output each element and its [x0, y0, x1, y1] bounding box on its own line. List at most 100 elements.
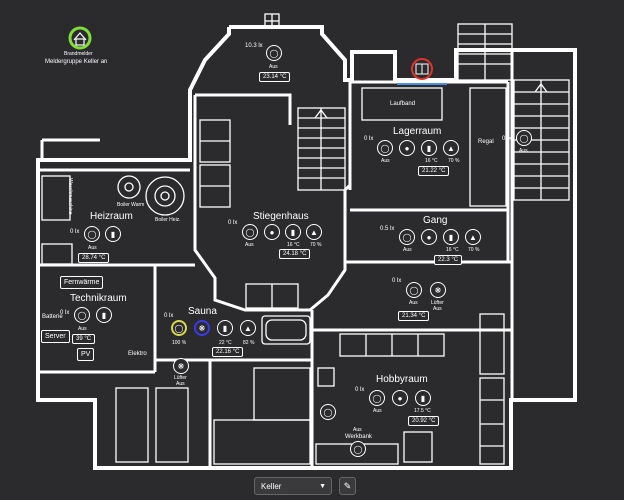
motion-icon: ● [392, 390, 408, 406]
laufband-label: Laufband [390, 101, 416, 107]
humidity-icon: ▲ [443, 140, 459, 156]
bulb-icon[interactable]: ◯ [516, 130, 532, 146]
bulb-icon[interactable]: ◯ [406, 282, 422, 298]
sauna-lux: 0 lx [164, 313, 174, 319]
lagerraum-temp: 21.22 °C [418, 166, 450, 176]
technikraum-title: Technikraum [70, 293, 127, 304]
lagerraum-status: Aus [381, 158, 390, 164]
bulb-icon[interactable]: ◯ [74, 307, 90, 323]
thermometer-icon: ▮ [105, 226, 121, 242]
sauna-humidity: 82 % [243, 340, 255, 346]
motion-icon: ● [264, 224, 280, 240]
fernwaerme-button[interactable]: Fernwärme [60, 276, 104, 289]
boiler-heiz-label: Boiler Heiz. [155, 217, 181, 223]
bulb-icon[interactable]: ◯ [320, 404, 336, 420]
thermometer-icon: ▮ [415, 390, 431, 406]
lagerraum-temp-small: 16 °C [425, 158, 438, 164]
chevron-down-icon: ▼ [319, 483, 326, 490]
regal-label: Regal [478, 139, 494, 145]
humidity-icon: ▲ [306, 224, 322, 240]
sauna-luefter-status: Aus [176, 381, 185, 387]
heizraum-lux: 0 lx [70, 229, 80, 235]
floor-select-value: Keller [261, 482, 282, 491]
gang-temp-small: 16 °C [446, 247, 459, 253]
bulb-icon[interactable]: ◯ [84, 226, 100, 242]
boiler-warm-label: Boiler Warm [117, 202, 145, 208]
humidity-icon: ▲ [240, 320, 256, 336]
technikraum-status: Aus [78, 326, 87, 332]
bulb-icon[interactable]: ◯ [377, 140, 393, 156]
pv-button[interactable]: PV [77, 348, 95, 361]
werkbank-status: Aus [353, 427, 362, 433]
server-button[interactable]: Server [41, 330, 70, 343]
thermometer-icon: ▮ [285, 224, 301, 240]
hobby-upper-temp: 21.34 °C [398, 311, 430, 321]
bulb-icon[interactable]: ◯ [399, 229, 415, 245]
top-temp: 23.14 °C [259, 72, 291, 82]
bulb-icon[interactable]: ◯ [369, 390, 385, 406]
thermometer-icon: ▮ [421, 140, 437, 156]
bulb-icon[interactable]: ◯ [350, 441, 366, 457]
thermometer-icon: ▮ [443, 229, 459, 245]
stiegenhaus-temp: 24.18 °C [279, 249, 311, 259]
elektro-label: Elektro [128, 351, 147, 357]
right-lux: 0 lx [502, 136, 512, 142]
sauna-luefter-label: Lüfter [174, 375, 187, 381]
lagerraum-title: Lagerraum [393, 126, 442, 137]
lagerraum-lux: 0 lx [364, 136, 374, 142]
top-lux: 10.3 lx [245, 43, 263, 49]
sauna-temp: 22.16 °C [212, 347, 244, 357]
hobby-upper-luefter-status: Aus [433, 306, 442, 312]
bulb-icon[interactable]: ◯ [171, 320, 187, 336]
sauna-temp-small: 22 °C [219, 340, 232, 346]
sauna-light-pct: 100 % [172, 340, 187, 346]
floor-select[interactable]: Keller ▼ [254, 477, 332, 495]
hobbyraum-temp: 20.92 °C [408, 416, 440, 426]
lagerraum-humidity: 70 % [448, 158, 460, 164]
hobby-upper-luefter: Lüfter [431, 300, 444, 306]
gang-status: Aus [403, 247, 412, 253]
stiegenhaus-lux: 0 lx [228, 220, 238, 226]
hobbyraum-title: Hobbyraum [376, 374, 428, 385]
heizraum-title: Heizraum [90, 211, 133, 222]
gang-temp: 22.3 °C [434, 255, 463, 265]
hobby-upper-lux: 0 lx [392, 278, 402, 284]
bulb-icon[interactable]: ◯ [242, 224, 258, 240]
technikraum-temp: 39 °C [72, 334, 96, 344]
stiegenhaus-status: Aus [245, 242, 254, 248]
werkbank-label: Werkbank [345, 434, 372, 440]
hobbyraum-status: Aus [373, 408, 382, 414]
thermometer-icon: ▮ [217, 320, 233, 336]
home-icon[interactable] [70, 28, 90, 48]
hobby-upper-status: Aus [409, 300, 418, 306]
fan-icon[interactable]: ❋ [430, 282, 446, 298]
hobbyraum-temp-small: 17.5 °C [414, 408, 431, 414]
fan-icon[interactable]: ❋ [194, 320, 210, 336]
right-status: Aus [519, 148, 528, 154]
humidity-icon: ▲ [465, 229, 481, 245]
gang-lux: 0.5 lx [380, 226, 395, 232]
pencil-icon[interactable]: ✎ [339, 477, 356, 495]
gang-title: Gang [423, 215, 448, 226]
batterie-label: Batterie [42, 314, 63, 320]
alarm-subtitle: Meldergruppe Keller an [45, 59, 108, 65]
heizraum-status: Aus [88, 245, 97, 251]
thermometer-icon: ▮ [96, 307, 112, 323]
sauna-title: Sauna [188, 306, 217, 317]
stiegenhaus-temp-small: 16 °C [287, 242, 300, 248]
bulb-icon[interactable]: ◯ [266, 45, 282, 61]
top-status: Aus [269, 64, 278, 70]
hobbyraum-lux: 0 lx [355, 387, 365, 393]
washer-label: Waschmaschine [67, 178, 73, 215]
heizraum-temp: 28.74 °C [78, 253, 110, 263]
motion-icon: ● [399, 140, 415, 156]
alarm-title: Brandmelder [64, 51, 93, 57]
motion-icon: ● [421, 229, 437, 245]
fan-icon[interactable]: ❋ [173, 358, 189, 374]
stiegenhaus-humidity: 70 % [310, 242, 322, 248]
gang-humidity: 70 % [468, 247, 480, 253]
technikraum-lux: 0 lx [60, 310, 70, 316]
stiegenhaus-title: Stiegenhaus [253, 211, 309, 222]
